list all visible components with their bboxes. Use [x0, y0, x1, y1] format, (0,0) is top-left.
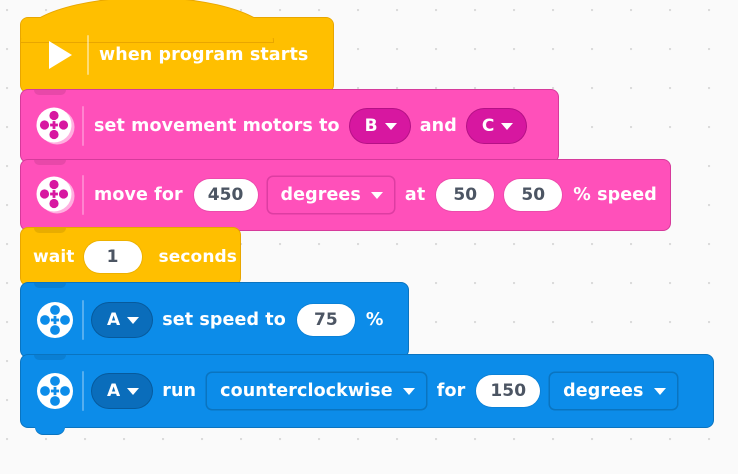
chevron-down-icon [653, 387, 666, 395]
input-run-amount[interactable]: 150 [476, 375, 541, 407]
input-speed-right[interactable]: 50 [504, 179, 563, 211]
block-label-run: run [162, 381, 197, 401]
block-divider [87, 35, 89, 75]
chevron-down-icon [384, 122, 397, 130]
chevron-down-icon [402, 387, 415, 395]
block-label-and: and [419, 116, 457, 136]
dropdown-movement-port-b[interactable]: C [466, 109, 527, 143]
input-wait-seconds[interactable]: 1 [83, 240, 142, 273]
dropdown-move-unit-value: degrees [280, 185, 361, 205]
block-top-notch [34, 355, 66, 360]
input-motor-speed[interactable]: 75 [296, 304, 355, 336]
dropdown-move-unit[interactable]: degrees [267, 177, 394, 213]
block-label-when-program-starts: when program starts [99, 45, 309, 65]
dropdown-movement-port-b-value: C [481, 116, 495, 136]
input-move-amount[interactable]: 450 [193, 179, 258, 211]
dropdown-motor-port-value: A [107, 310, 121, 330]
dropdown-run-unit-value: degrees [563, 381, 644, 401]
block-top-notch [34, 228, 66, 233]
single-motor-icon [32, 297, 78, 343]
block-when-program-starts[interactable]: when program starts [21, 0, 333, 99]
block-label-set-movement-motors: set movement motors to [94, 116, 340, 136]
block-divider [82, 300, 84, 340]
block-motor-set-speed[interactable]: A set speed to 75 % [21, 283, 408, 364]
dropdown-motor-port-value: A [107, 381, 121, 401]
dropdown-motor-port[interactable]: A [92, 303, 153, 337]
dropdown-movement-port-a-value: B [364, 116, 378, 136]
block-top-notch [34, 160, 66, 165]
movement-motor-icon [32, 172, 78, 218]
chevron-down-icon [370, 191, 383, 199]
block-move-for[interactable]: move for 450 degrees at 50 50 % speed [21, 160, 670, 237]
block-label-move-for: move for [94, 185, 183, 205]
dropdown-run-unit[interactable]: degrees [550, 373, 677, 409]
block-script-stack[interactable]: when program starts set moveme [21, 0, 713, 434]
block-top-notch [34, 283, 66, 288]
block-set-movement-motors[interactable]: set movement motors to B and C [21, 90, 558, 169]
block-bottom-nub [35, 426, 65, 434]
block-divider [82, 371, 84, 411]
chevron-down-icon [501, 122, 514, 130]
dropdown-motor-port[interactable]: A [92, 374, 153, 408]
chevron-down-icon [127, 387, 140, 395]
chevron-down-icon [127, 316, 140, 324]
block-divider [82, 106, 84, 146]
block-motor-run-for[interactable]: A run counterclockwise for 150 degrees [21, 355, 713, 434]
block-label-set-speed-to: set speed to [162, 310, 286, 330]
dropdown-motor-direction[interactable]: counterclockwise [207, 373, 426, 409]
block-label-percent-speed: % speed [573, 185, 657, 205]
block-label-wait: wait [33, 246, 75, 267]
dropdown-movement-port-a[interactable]: B [349, 109, 410, 143]
block-divider [82, 175, 84, 215]
single-motor-icon [32, 368, 78, 414]
block-label-seconds: seconds [158, 246, 238, 267]
hat-dome-cover [21, 18, 333, 38]
input-speed-left[interactable]: 50 [436, 179, 495, 211]
play-icon [37, 39, 83, 71]
block-wait-seconds[interactable]: wait 1 seconds [21, 228, 240, 292]
block-label-at: at [404, 185, 426, 205]
block-label-for: for [436, 381, 466, 401]
block-label-percent: % [365, 310, 384, 330]
dropdown-motor-direction-value: counterclockwise [220, 381, 393, 401]
movement-motor-icon [32, 103, 78, 149]
